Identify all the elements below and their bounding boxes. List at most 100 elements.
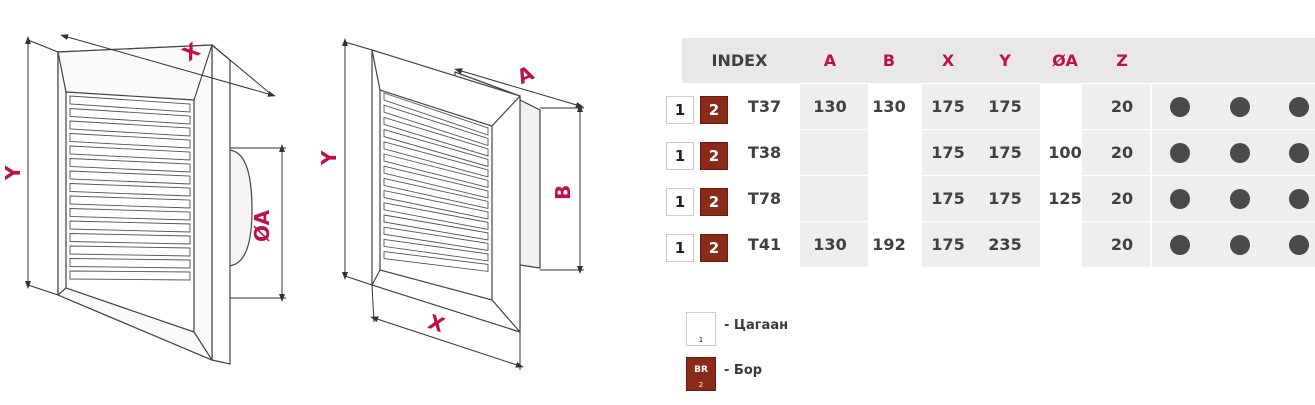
grille-slat xyxy=(383,92,489,136)
availability-dot-icon xyxy=(1289,143,1309,163)
cell-oa xyxy=(1040,222,1090,267)
grille-slat xyxy=(383,153,489,189)
white-swatch: 1 xyxy=(686,312,716,346)
cell-x: 175 xyxy=(931,189,965,208)
brown-variant-badge: 2 xyxy=(700,96,728,124)
front-slats xyxy=(69,95,191,281)
technical-drawings: Y X ØA Y A B X xyxy=(1,34,584,370)
availability-dot-icon xyxy=(1230,235,1250,255)
grille-slat xyxy=(383,129,489,168)
grille-slat xyxy=(69,170,191,185)
side-b-label: B xyxy=(551,185,575,200)
cell-oa xyxy=(1040,84,1090,129)
header-index: INDEX xyxy=(711,51,768,70)
cell-oa: 100 xyxy=(1048,143,1082,162)
cell-b: 192 xyxy=(872,235,906,254)
grille-slat xyxy=(69,195,191,209)
side-x-label: X xyxy=(425,309,448,337)
grille-slat xyxy=(69,108,191,125)
availability-dot-icon xyxy=(1289,235,1309,255)
white-variant-badge: 1 xyxy=(666,96,694,124)
grille-slat xyxy=(69,145,191,161)
cell-y: 175 xyxy=(988,189,1022,208)
table-header-row: INDEX A B X Y ØA Z xyxy=(682,38,1315,83)
grille-slat xyxy=(383,251,489,272)
grille-slat xyxy=(69,133,191,149)
header-b: B xyxy=(882,51,896,70)
grille-slat xyxy=(383,116,489,157)
side-slats xyxy=(383,92,489,272)
availability-dot-icon xyxy=(1230,143,1250,163)
white-variant-badge: 1 xyxy=(666,142,694,170)
availability-dot-icon xyxy=(1230,97,1250,117)
row-stripe xyxy=(922,84,1040,129)
cell-y: 175 xyxy=(988,97,1022,116)
grille-slat xyxy=(383,202,489,230)
cell-b: 130 xyxy=(872,97,906,116)
cell-oa: 125 xyxy=(1048,189,1082,208)
grille-slat xyxy=(383,214,489,241)
cell-z: 20 xyxy=(1110,235,1134,254)
front-diameter-label: ØA xyxy=(250,209,274,242)
cell-z: 20 xyxy=(1110,143,1134,162)
cell-a: 130 xyxy=(813,235,847,254)
cell-x: 175 xyxy=(931,97,965,116)
availability-dot-icon xyxy=(1289,97,1309,117)
availability-dot-icon xyxy=(1170,97,1190,117)
grille-slat xyxy=(69,183,191,197)
grille-slat xyxy=(383,226,489,251)
grille-slat xyxy=(383,104,489,147)
white-variant-badge: 1 xyxy=(666,188,694,216)
grille-slat xyxy=(69,158,191,173)
grille-slat xyxy=(69,208,191,221)
availability-dot-icon xyxy=(1289,189,1309,209)
white-variant-badge: 1 xyxy=(666,234,694,262)
row-stripe xyxy=(800,84,868,129)
cell-b xyxy=(869,176,909,221)
cell-a xyxy=(810,130,850,175)
cell-index: T41 xyxy=(747,235,782,254)
header-x: X xyxy=(941,51,955,70)
cell-b xyxy=(869,130,909,175)
grille-slat xyxy=(69,220,191,233)
side-view-drawing xyxy=(371,49,541,333)
availability-dot-icon xyxy=(1170,235,1190,255)
grille-slat xyxy=(383,238,489,262)
brown-variant-badge: 2 xyxy=(700,234,728,262)
availability-dot-icon xyxy=(1170,189,1190,209)
row-stripe xyxy=(922,176,1040,221)
availability-dot-icon xyxy=(1170,143,1190,163)
cell-x: 175 xyxy=(931,235,965,254)
side-y-label: Y xyxy=(317,150,341,166)
row-stripe xyxy=(1082,176,1150,221)
grille-slat xyxy=(383,190,489,220)
cell-a: 130 xyxy=(813,97,847,116)
cell-z: 20 xyxy=(1110,97,1134,116)
side-a-label: A xyxy=(513,60,538,89)
grille-slat xyxy=(69,233,191,245)
cell-y: 235 xyxy=(988,235,1022,254)
front-view-drawing xyxy=(57,44,253,365)
cell-index: T38 xyxy=(747,143,782,162)
brown-swatch: BR 2 xyxy=(686,357,716,391)
cell-z: 20 xyxy=(1110,189,1134,208)
header-z: Z xyxy=(1116,51,1128,70)
legend-label-white: Цагаан xyxy=(733,318,789,333)
row-stripe xyxy=(800,176,868,221)
grille-slat xyxy=(69,258,191,269)
row-stripe xyxy=(922,222,1040,267)
grille-slat xyxy=(383,177,489,210)
grille-slat xyxy=(69,245,191,257)
row-stripe xyxy=(1082,84,1150,129)
cell-y: 175 xyxy=(988,143,1022,162)
header-a: A xyxy=(823,51,837,70)
availability-dot-icon xyxy=(1230,189,1250,209)
front-y-label: Y xyxy=(1,165,25,181)
cell-index: T37 xyxy=(747,97,782,116)
grille-slat xyxy=(69,95,191,113)
